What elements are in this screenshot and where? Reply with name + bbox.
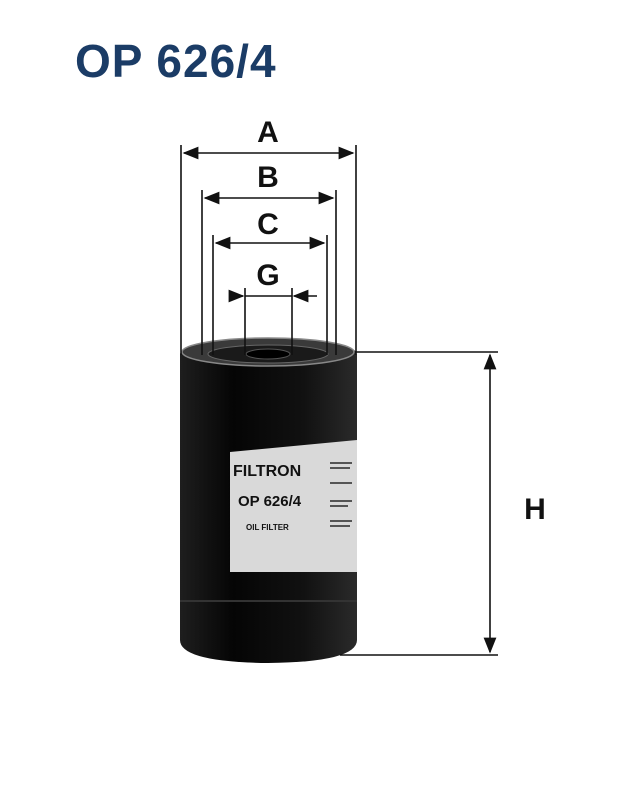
label-type: OIL FILTER bbox=[246, 523, 289, 532]
dimension-c-label: C bbox=[257, 208, 279, 241]
label-part-number: OP 626/4 bbox=[238, 493, 302, 510]
dimension-h-label: H bbox=[524, 493, 546, 526]
dimension-b-label: B bbox=[257, 161, 279, 194]
oil-filter-image: FILTRON OP 626/4 OIL FILTER bbox=[180, 337, 357, 663]
label-brand: FILTRON bbox=[233, 463, 301, 480]
dimension-g-label: G bbox=[256, 259, 279, 292]
product-title: OP 626/4 bbox=[75, 35, 277, 87]
dimension-a-label: A bbox=[257, 116, 279, 149]
